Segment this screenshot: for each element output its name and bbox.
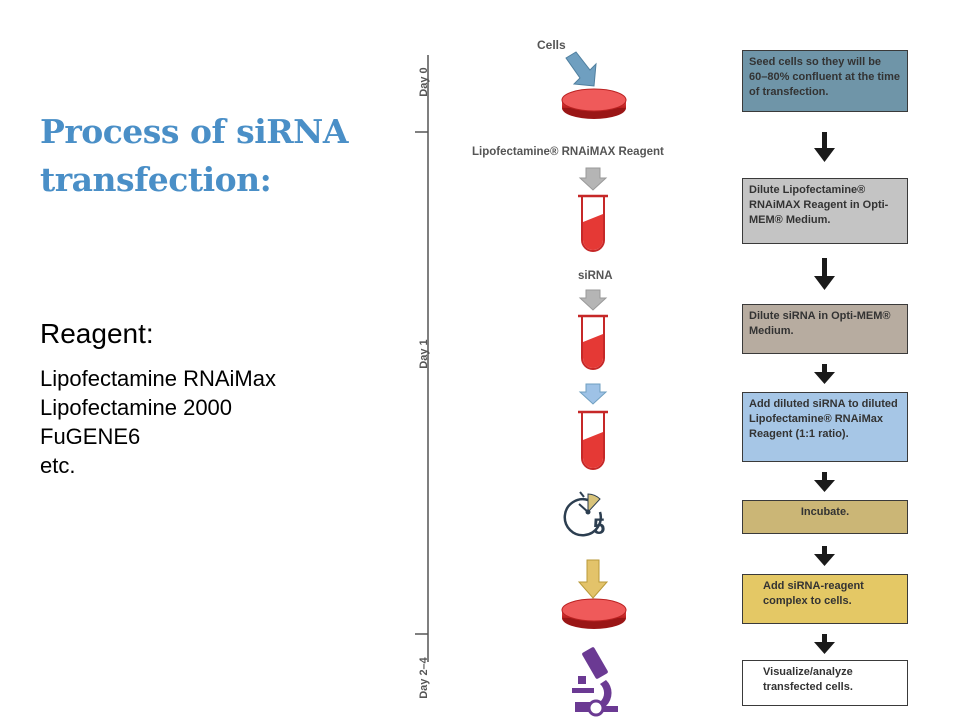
sirna-label: siRNA xyxy=(578,270,613,282)
flow-arrow-icon xyxy=(814,634,835,654)
reagent-heading: Reagent: xyxy=(40,318,154,349)
microscope-icon xyxy=(572,647,618,717)
timer-value: 5 xyxy=(593,514,606,539)
flow-arrow-icon xyxy=(814,472,835,492)
slide-title: Process of siRNA transfection: xyxy=(40,112,348,199)
step-box: Seed cells so they will be 60–80% conflu… xyxy=(742,50,908,112)
day-timeline xyxy=(415,55,429,662)
reagent-item: FuGENE6 xyxy=(40,424,141,449)
step-box: Visualize/analyze transfected cells. xyxy=(742,660,908,706)
down-arrow-icon xyxy=(578,289,608,311)
day-label: Day 0 xyxy=(418,67,430,97)
reagent-item: etc. xyxy=(40,453,76,478)
day-label: Day 1 xyxy=(418,339,430,369)
down-arrow-icon xyxy=(578,383,608,405)
reagent-list: Lipofectamine RNAiMax Lipofectamine 2000… xyxy=(40,364,276,480)
test-tube-icon xyxy=(578,194,608,252)
cells-label: Cells xyxy=(537,38,566,52)
test-tube-icon xyxy=(578,314,608,370)
flow-arrow-icon xyxy=(814,546,835,566)
flow-arrow-icon xyxy=(814,258,835,290)
flow-arrow-icon xyxy=(814,364,835,384)
step-box: Add siRNA-reagent complex to cells. xyxy=(742,574,908,624)
cells-arrow-icon xyxy=(565,51,597,87)
reagent-item: Lipofectamine RNAiMax xyxy=(40,366,276,391)
down-arrow-icon xyxy=(577,559,609,599)
flow-arrow-icon xyxy=(814,132,835,162)
step-box: Add diluted siRNA to diluted Lipofectami… xyxy=(742,392,908,462)
day-label: Day 2–4 xyxy=(418,657,430,699)
timer-icon xyxy=(563,491,602,537)
lipofectamine-label: Lipofectamine® RNAiMAX Reagent xyxy=(472,146,664,158)
culture-dish-icon xyxy=(561,88,627,119)
step-box: Dilute Lipofectamine® RNAiMAX Reagent in… xyxy=(742,178,908,244)
test-tube-icon xyxy=(578,410,608,470)
culture-dish-icon xyxy=(561,598,627,629)
reagent-item: Lipofectamine 2000 xyxy=(40,395,233,420)
step-box: Dilute siRNA in Opti-MEM® Medium. xyxy=(742,304,908,354)
down-arrow-icon xyxy=(578,167,608,191)
step-box: Incubate. xyxy=(742,500,908,534)
